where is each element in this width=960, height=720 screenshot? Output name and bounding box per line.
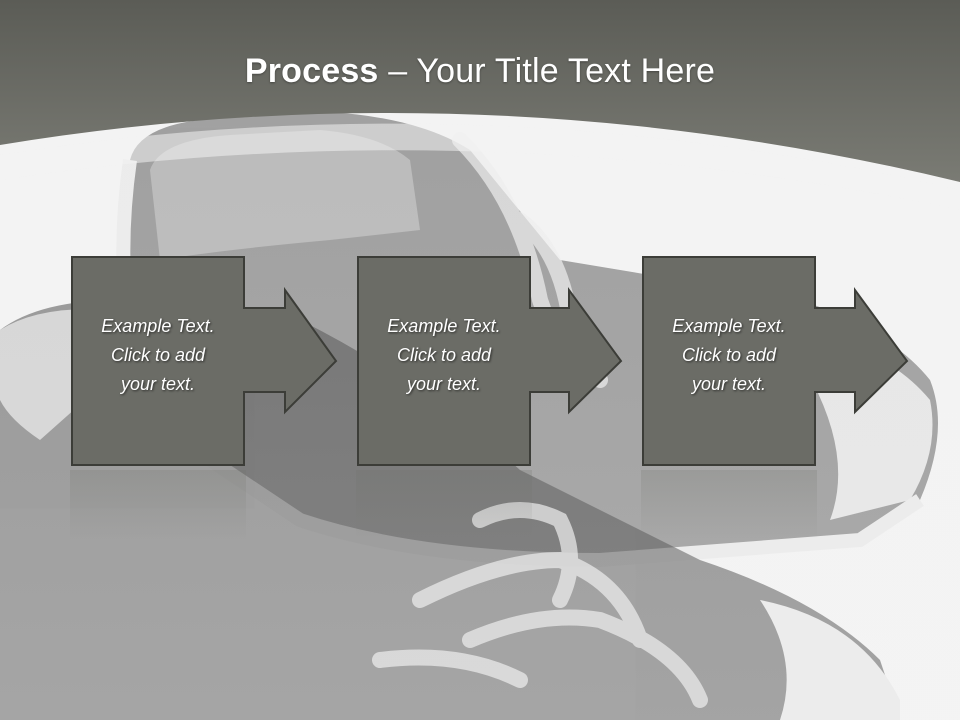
step-2-reflection bbox=[356, 470, 532, 540]
step-3-reflection bbox=[641, 470, 817, 540]
process-step-2[interactable]: Example Text. Click to add your text. bbox=[357, 256, 623, 466]
step-1-line-2: Click to add bbox=[110, 345, 206, 365]
step-2-line-2: Click to add bbox=[396, 345, 492, 365]
step-2-text[interactable]: Example Text. Click to add your text. bbox=[359, 312, 529, 399]
step-3-text[interactable]: Example Text. Click to add your text. bbox=[644, 312, 814, 399]
title-rest: – Your Title Text Here bbox=[378, 52, 716, 90]
step-2-line-1: Example Text. bbox=[387, 316, 501, 336]
process-box-1 bbox=[71, 256, 338, 466]
process-box-2 bbox=[357, 256, 623, 466]
step-1-reflection bbox=[70, 470, 246, 540]
step-3-line-1: Example Text. bbox=[672, 316, 786, 336]
step-2-line-3: your text. bbox=[406, 374, 482, 394]
step-3-line-3: your text. bbox=[691, 374, 767, 394]
process-box-3 bbox=[642, 256, 909, 466]
process-step-1[interactable]: Example Text. Click to add your text. bbox=[71, 256, 338, 466]
title-banner bbox=[0, 0, 960, 182]
step-1-line-3: your text. bbox=[120, 374, 196, 394]
title-bold: Process bbox=[244, 52, 379, 90]
slide-title[interactable]: Process – Your Title Text Here bbox=[0, 52, 960, 91]
step-1-text[interactable]: Example Text. Click to add your text. bbox=[73, 312, 243, 399]
process-step-3[interactable]: Example Text. Click to add your text. bbox=[642, 256, 909, 466]
step-3-line-2: Click to add bbox=[681, 345, 777, 365]
step-1-line-1: Example Text. bbox=[101, 316, 215, 336]
